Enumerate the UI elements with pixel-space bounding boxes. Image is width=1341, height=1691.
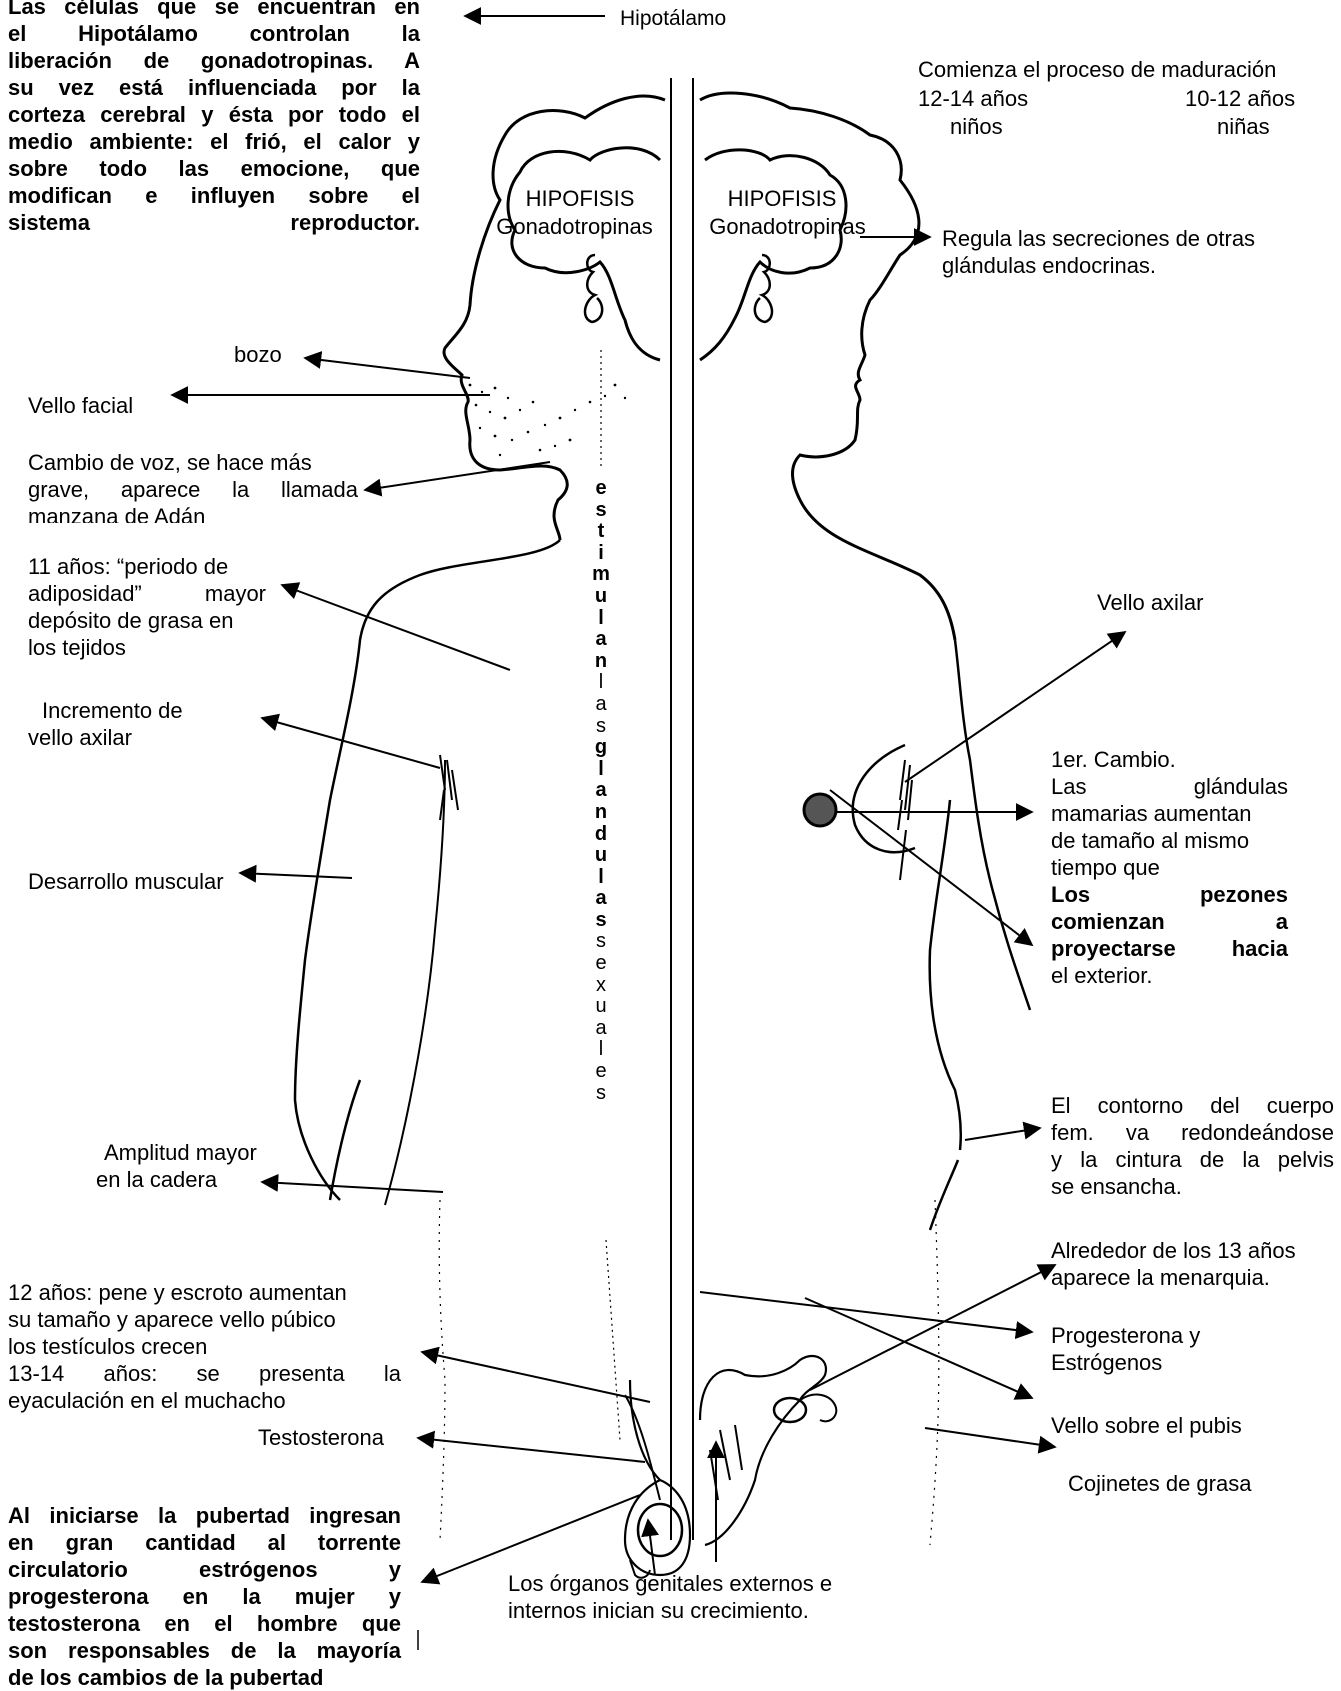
pubertad-paragraph: Al iniciarse la pubertad ingresan en gra… — [8, 1502, 401, 1691]
vertical-stimulus-text: e s t i m u l a n l a s g l a n d u l a … — [589, 478, 613, 1104]
vt-letter: s — [589, 931, 613, 953]
vt-letter: s — [589, 500, 613, 522]
vt-letter: u — [589, 845, 613, 867]
vt-letter: d — [589, 824, 613, 846]
menarquia-label: Alrededor de los 13 años aparece la mena… — [1051, 1237, 1296, 1291]
genitales-male-label: 12 años: pene y escroto aumentan su tama… — [8, 1279, 401, 1414]
hipotalamo-label: Hipotálamo — [620, 5, 726, 32]
vt-letter: m — [589, 564, 613, 586]
vt-letter: l — [589, 867, 613, 889]
male-side-dotted — [439, 1200, 445, 1540]
vt-letter: s — [589, 716, 613, 738]
arrow-pubis — [925, 1428, 1055, 1447]
maduracion-boys-age: 12-14 años — [918, 85, 1028, 112]
male-axilla-hair — [440, 755, 458, 820]
vt-letter: s — [589, 910, 613, 932]
arrow-bozo — [305, 358, 470, 378]
vt-letter: e — [589, 1061, 613, 1083]
male-brain-outline — [508, 148, 660, 360]
vt-letter: n — [589, 651, 613, 673]
arrow-axilar-male — [262, 718, 440, 768]
vt-letter: a — [589, 1018, 613, 1040]
female-brain-outline — [700, 150, 846, 360]
arrow-adiposidad — [282, 585, 510, 670]
arrow-hormonas — [700, 1292, 1032, 1332]
arrow-pubis-up — [805, 1298, 1032, 1398]
organos-label: Los órganos genitales externos e interno… — [508, 1570, 832, 1624]
vt-letter: t — [589, 521, 613, 543]
female-head-outline — [700, 93, 955, 640]
male-beard — [469, 384, 627, 457]
arrow-genitales — [422, 1352, 650, 1402]
vt-letter: l — [589, 608, 613, 630]
male-genitals — [625, 1380, 690, 1575]
arrow-cadera — [262, 1182, 443, 1192]
arrow-menarquia — [810, 1265, 1055, 1390]
vt-letter: x — [589, 975, 613, 997]
maduracion-girls-age: 10-12 años — [1185, 85, 1295, 112]
vt-letter: l — [589, 672, 613, 694]
vt-letter: a — [589, 888, 613, 910]
vt-letter: u — [589, 996, 613, 1018]
maduracion-girls: niñas — [1217, 113, 1270, 140]
female-uterus — [700, 1356, 826, 1545]
vt-letter: e — [589, 478, 613, 500]
hipofisis-left-subtitle: Gonadotropinas — [482, 213, 667, 240]
female-side-dotted — [930, 1200, 939, 1545]
hormonas-label: Progesterona y Estrógenos — [1051, 1322, 1200, 1376]
cojinetes-label: Cojinetes de grasa — [1068, 1470, 1251, 1497]
hipofisis-left-title: HIPOFISIS — [505, 185, 655, 212]
vt-letter: l — [589, 1039, 613, 1061]
arrow-organos-left — [648, 1520, 655, 1575]
vt-letter: a — [589, 694, 613, 716]
hipofisis-right-title: HIPOFISIS — [707, 185, 857, 212]
testosterona-label: Testosterona — [258, 1424, 384, 1451]
maduracion-boys: niños — [950, 113, 1003, 140]
female-nipple — [804, 794, 836, 826]
cadera-label: Amplitud mayor en la cadera — [96, 1139, 257, 1193]
arrow-testosterona — [418, 1438, 645, 1462]
male-testicle — [638, 1504, 682, 1556]
vt-letter: a — [589, 780, 613, 802]
male-duct — [625, 1395, 660, 1578]
hormone-path-dotted-2 — [606, 1240, 620, 1440]
pubis-label: Vello sobre el pubis — [1051, 1412, 1242, 1439]
hipofisis-right-subtitle: Gonadotropinas — [700, 213, 875, 240]
vt-letter: g — [589, 737, 613, 759]
vt-letter: e — [589, 953, 613, 975]
regula-text: Regula las secreciones de otras glándula… — [942, 225, 1255, 279]
axilar-male-label: Incremento de vello axilar — [28, 697, 183, 751]
arrow-voz — [365, 462, 550, 490]
vt-letter: s — [589, 1083, 613, 1105]
arrow-muscular — [240, 873, 352, 878]
arrow-pubertad — [422, 1495, 640, 1582]
vello-facial-label: Vello facial — [28, 392, 133, 419]
vt-letter: l — [589, 759, 613, 781]
vt-letter: a — [589, 629, 613, 651]
vt-letter: u — [589, 586, 613, 608]
mamas-label: 1er. Cambio. Las glándulas mamarias aume… — [1051, 746, 1288, 989]
bozo-label: bozo — [234, 341, 282, 368]
female-body-outline — [930, 640, 1030, 1230]
adiposidad-label: 11 años: “periodo de adiposidad” mayor d… — [28, 553, 266, 661]
voz-label: Cambio de voz, se hace más grave, aparec… — [28, 449, 358, 523]
contorno-label: El contorno del cuerpo fem. va redondeán… — [1051, 1092, 1334, 1200]
male-arm-inner — [385, 760, 445, 1205]
arrow-contorno — [965, 1128, 1040, 1140]
hipotalamo-paragraph: Las células que se encuentran en el Hipo… — [8, 0, 420, 236]
muscular-label: Desarrollo muscular — [28, 868, 224, 895]
vello-axilar-fem-label: Vello axilar — [1097, 589, 1203, 616]
arrow-pezones — [830, 790, 1032, 945]
maduracion-title: Comienza el proceso de maduración — [918, 56, 1276, 83]
vt-letter: i — [589, 543, 613, 565]
vt-letter: n — [589, 802, 613, 824]
